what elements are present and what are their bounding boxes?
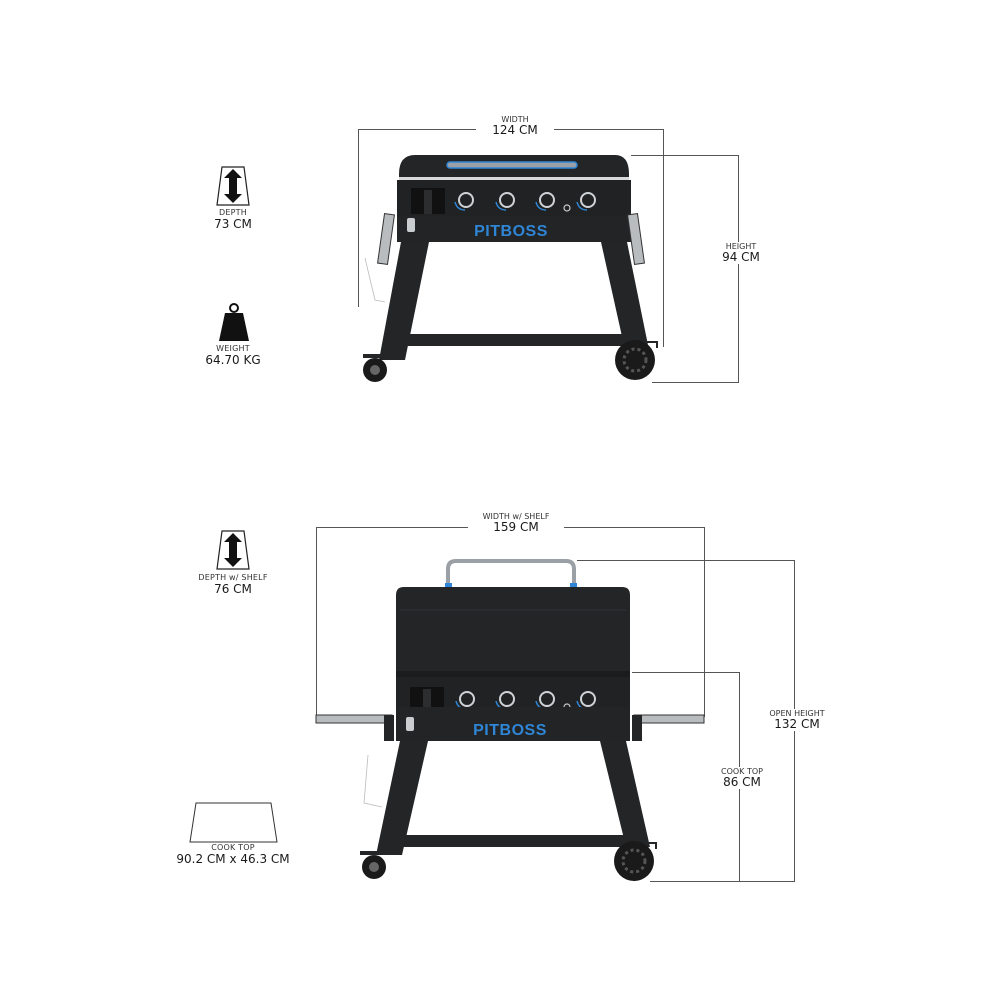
depth-spec: DEPTH 73 CM <box>173 208 293 231</box>
cooktop-outline-icon <box>189 802 278 843</box>
depth-with-shelf-value: 76 CM <box>214 582 252 596</box>
depth-with-shelf-label: DEPTH w/ SHELF <box>198 573 268 582</box>
weight-label: WEIGHT <box>216 344 250 353</box>
width-shelf-left-tick <box>316 527 317 717</box>
height-dimension-line <box>738 155 739 383</box>
cooktop-area-spec: COOK TOP 90.2 CM x 46.3 CM <box>158 843 308 866</box>
width-shelf-dimension-label: WIDTH w/ SHELF 159 CM <box>468 512 564 534</box>
cooktop-area-label: COOK TOP <box>211 843 255 852</box>
weight-value: 64.70 KG <box>205 353 261 367</box>
depth-value: 73 CM <box>214 217 252 231</box>
depth-arrow-icon <box>216 166 250 206</box>
cooktop-height-top-tick <box>632 672 740 673</box>
width-dimension-right-tick <box>663 129 664 347</box>
depth-arrow-icon <box>216 530 250 570</box>
cooktop-area-value: 90.2 CM x 46.3 CM <box>176 852 290 866</box>
depth-with-shelf-spec: DEPTH w/ SHELF 76 CM <box>173 573 293 596</box>
open-height-top-tick <box>577 560 795 561</box>
svg-text:PITBOSS: PITBOSS <box>474 223 548 240</box>
depth-label: DEPTH <box>219 208 247 217</box>
width-dimension-left-tick <box>358 129 359 307</box>
open-height-dimension-label: OPEN HEIGHT 132 CM <box>760 709 834 731</box>
height-dimension-label: HEIGHT 94 CM <box>709 242 773 264</box>
height-dimension-bottom-tick <box>652 382 739 383</box>
cooktop-height-dimension-label: COOK TOP 86 CM <box>712 767 772 789</box>
width-shelf-right-tick <box>704 527 705 717</box>
griddle-closed-illustration: PITBOSS <box>363 155 658 382</box>
open-height-bottom-tick <box>650 881 795 882</box>
height-dimension-top-tick <box>631 155 739 156</box>
weight-spec: WEIGHT 64.70 KG <box>173 344 293 367</box>
griddle-open-illustration: PITBOSS <box>315 559 705 881</box>
svg-text:PITBOSS: PITBOSS <box>473 722 547 739</box>
width-dimension-label: WIDTH 124 CM <box>476 115 554 137</box>
weight-icon <box>219 303 249 341</box>
